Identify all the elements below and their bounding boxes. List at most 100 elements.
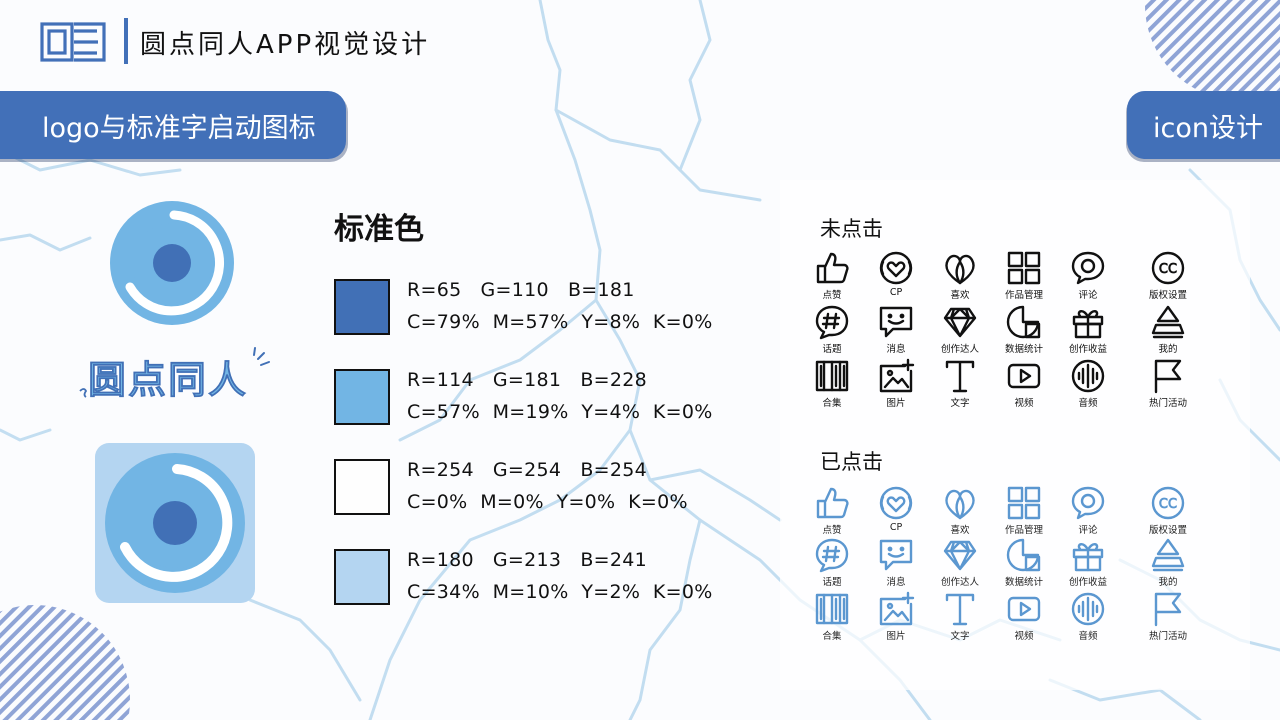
icon-label: 合集 xyxy=(822,398,842,409)
clicked-icon-item-diamond[interactable]: 创作达人 xyxy=(930,538,990,596)
hashtag-icon xyxy=(815,538,849,573)
gift-icon xyxy=(1072,543,1104,572)
unclicked-icon-item-text[interactable]: 文字 xyxy=(930,359,990,417)
clicked-icon-item-collection[interactable]: 合集 xyxy=(802,592,862,650)
unclicked-icon-item-collection[interactable]: 合集 xyxy=(802,359,862,417)
icon-label: 创作达人 xyxy=(940,344,979,355)
icon-label: 文字 xyxy=(950,631,970,642)
diamond-icon xyxy=(943,540,977,571)
unclicked-icon-item-message[interactable]: 消息 xyxy=(866,305,926,363)
icon-label: 话题 xyxy=(822,344,842,355)
tab-logo[interactable]: logo与标准字启动图标 xyxy=(0,91,346,159)
icon-label: 喜欢 xyxy=(950,290,970,301)
unclicked-icon-item-diamond[interactable]: 创作达人 xyxy=(930,305,990,363)
icon-label: 版权设置 xyxy=(1148,525,1187,536)
unclicked-icon-item-gift[interactable]: 创作收益 xyxy=(1058,305,1118,363)
brand-wordmark: 圆点同人 xyxy=(79,347,270,402)
icon-label: 评论 xyxy=(1078,525,1098,536)
profile-icon xyxy=(1151,538,1185,572)
svg-text:圆点同人: 圆点同人 xyxy=(88,358,248,402)
text-icon xyxy=(945,593,975,626)
message-icon xyxy=(879,306,913,338)
icon-label: 点赞 xyxy=(822,290,842,301)
icon-label: 评论 xyxy=(1078,290,1098,301)
tab-icon-design[interactable]: icon设计 xyxy=(1127,91,1280,159)
unclicked-icon-item-chart[interactable]: 数据统计 xyxy=(994,305,1054,363)
svg-text:CC: CC xyxy=(1159,497,1177,512)
unclicked-icon-item-flag[interactable]: 热门活动 xyxy=(1138,359,1198,417)
clicked-icon-item-copyright-cc[interactable]: CC 版权设置 xyxy=(1138,486,1198,544)
color-cmyk-value: C=34% M=10% Y=2% K=0% xyxy=(407,581,713,603)
icon-label: 音频 xyxy=(1078,398,1098,409)
icon-label: 热门活动 xyxy=(1148,398,1187,409)
icon-label: 我的 xyxy=(1158,344,1178,355)
icon-label: 作品管理 xyxy=(1004,290,1043,301)
header-divider xyxy=(124,18,128,64)
unclicked-icon-item-hashtag[interactable]: 话题 xyxy=(802,305,862,363)
double-heart-icon xyxy=(945,254,975,285)
color-cmyk-value: C=57% M=19% Y=4% K=0% xyxy=(407,401,713,423)
tab-logo-label: logo与标准字启动图标 xyxy=(42,113,316,144)
audio-icon xyxy=(1071,592,1105,626)
clicked-icon-item-comment[interactable]: 评论 xyxy=(1058,486,1118,544)
clicked-icon-item-cp-heart[interactable]: CP xyxy=(866,486,926,544)
collection-icon xyxy=(815,593,849,625)
color-swatch xyxy=(334,459,390,515)
icon-label: 合集 xyxy=(822,631,842,642)
thumbs-up-icon xyxy=(816,487,849,519)
copyright-cc-icon: CC xyxy=(1151,486,1185,520)
clicked-icon-item-video[interactable]: 视频 xyxy=(994,592,1054,650)
video-icon xyxy=(1007,363,1041,389)
clicked-icon-item-double-heart[interactable]: 喜欢 xyxy=(930,486,990,544)
icon-label: 消息 xyxy=(886,344,906,355)
icon-label: 话题 xyxy=(822,577,842,588)
color-rgb-value: R=114 G=181 B=228 xyxy=(407,369,648,391)
icon-label: 音频 xyxy=(1078,631,1098,642)
unclicked-icon-item-copyright-cc[interactable]: CC 版权设置 xyxy=(1138,251,1198,309)
unclicked-icon-item-profile[interactable]: 我的 xyxy=(1138,305,1198,363)
clicked-icon-item-hashtag[interactable]: 话题 xyxy=(802,538,862,596)
cp-heart-icon xyxy=(879,251,913,285)
icon-label: 创作达人 xyxy=(940,577,979,588)
clicked-icon-item-thumbs-up[interactable]: 点赞 xyxy=(802,486,862,544)
icon-label: CP xyxy=(889,522,903,533)
color-rgb-value: R=180 G=213 B=241 xyxy=(407,549,648,571)
unclicked-icon-item-thumbs-up[interactable]: 点赞 xyxy=(802,251,862,309)
color-cmyk-value: C=0% M=0% Y=0% K=0% xyxy=(407,491,688,513)
clicked-icon-item-image[interactable]: 图片 xyxy=(866,591,926,650)
clicked-icon-item-audio[interactable]: 音频 xyxy=(1058,592,1118,650)
grid-icon xyxy=(1007,486,1041,520)
cp-heart-icon xyxy=(879,486,913,520)
clicked-icon-item-message[interactable]: 消息 xyxy=(866,538,926,596)
color-cmyk-value: C=79% M=57% Y=8% K=0% xyxy=(407,311,713,333)
chart-icon xyxy=(1006,538,1041,572)
collection-icon xyxy=(815,360,849,392)
svg-text:CC: CC xyxy=(1159,262,1177,277)
unclicked-icon-item-cp-heart[interactable]: CP xyxy=(866,251,926,309)
unclicked-icon-item-video[interactable]: 视频 xyxy=(994,359,1054,417)
clicked-icon-item-flag[interactable]: 热门活动 xyxy=(1138,592,1198,650)
clicked-icon-item-chart[interactable]: 数据统计 xyxy=(994,538,1054,596)
icon-label: 图片 xyxy=(886,398,906,409)
tab-icon-label: icon设计 xyxy=(1153,113,1263,144)
icon-label: 点赞 xyxy=(822,525,842,536)
icon-label: 创作收益 xyxy=(1068,344,1107,355)
clicked-icon-item-text[interactable]: 文字 xyxy=(930,592,990,650)
unclicked-icon-item-comment[interactable]: 评论 xyxy=(1058,251,1118,309)
icon-label: 数据统计 xyxy=(1004,344,1043,355)
clicked-icon-item-gift[interactable]: 创作收益 xyxy=(1058,538,1118,596)
unclicked-icon-item-image[interactable]: 图片 xyxy=(866,358,926,417)
copyright-cc-icon: CC xyxy=(1151,251,1185,285)
clicked-icon-item-profile[interactable]: 我的 xyxy=(1138,538,1198,596)
clicked-icon-item-grid[interactable]: 作品管理 xyxy=(994,486,1054,544)
icon-label: 版权设置 xyxy=(1148,290,1187,301)
image-icon xyxy=(879,591,915,626)
message-icon xyxy=(879,539,913,571)
unclicked-icon-item-double-heart[interactable]: 喜欢 xyxy=(930,251,990,309)
icon-label: 我的 xyxy=(1158,577,1178,588)
icon-label: 喜欢 xyxy=(950,525,970,536)
unclicked-icon-item-grid[interactable]: 作品管理 xyxy=(994,251,1054,309)
hashtag-icon xyxy=(815,305,849,340)
icon-label: 消息 xyxy=(886,577,906,588)
unclicked-icon-item-audio[interactable]: 音频 xyxy=(1058,359,1118,417)
